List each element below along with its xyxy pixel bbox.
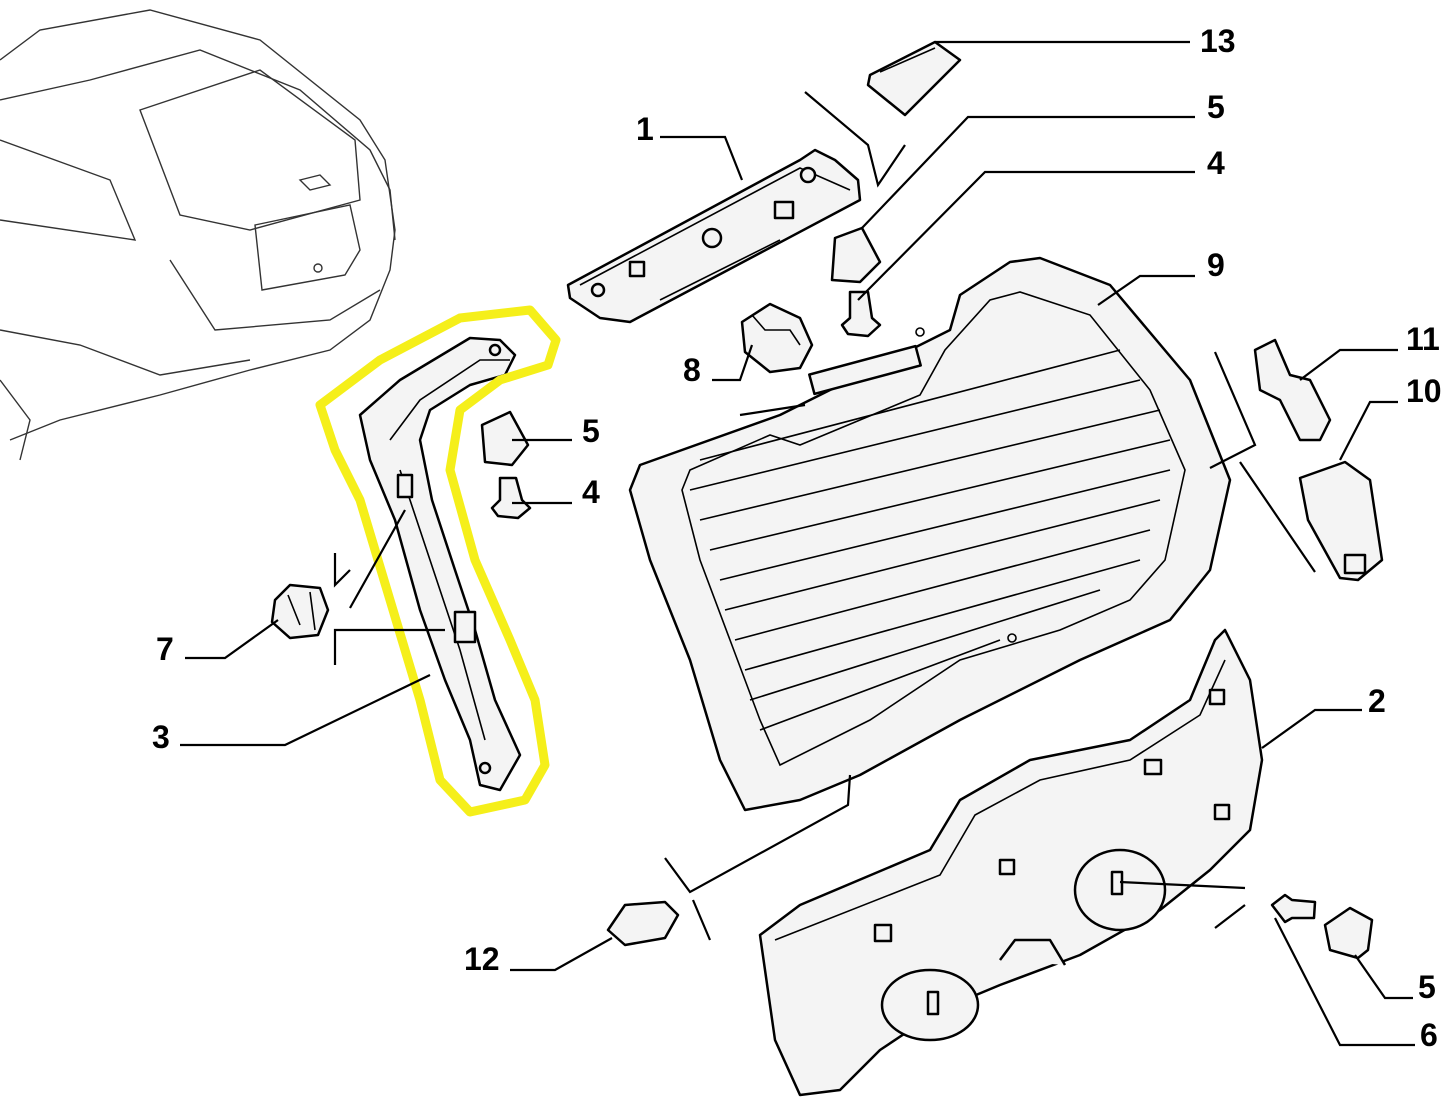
part-8-cap[interactable]	[740, 302, 814, 374]
part-4-screw-middle[interactable]	[490, 476, 532, 520]
part-9-rear-window[interactable]	[628, 256, 1232, 812]
callout-6[interactable]: 6	[1420, 1017, 1438, 1053]
glass-heater-lines	[689, 349, 1171, 731]
part-12-switch[interactable]	[606, 900, 680, 947]
part-3-side-pillar-trim[interactable]	[358, 336, 522, 792]
callout-labels: 13 5 1 4 9 8 5 4 11 10 7 3 2 12 5 6	[152, 23, 1442, 1053]
part-11-bracket[interactable]	[1253, 338, 1332, 442]
callout-2[interactable]: 2	[1368, 683, 1386, 719]
part-13-clip[interactable]	[866, 40, 962, 117]
callout-9[interactable]: 9	[1207, 247, 1225, 283]
callout-4-top[interactable]: 4	[1207, 145, 1225, 181]
highlight-outline-part-3	[315, 305, 561, 817]
part-7-clip[interactable]	[270, 583, 330, 640]
callout-5-top[interactable]: 5	[1207, 89, 1225, 125]
callout-8[interactable]: 8	[683, 352, 701, 388]
part-10-cover[interactable]	[1298, 460, 1384, 582]
callout-5-middle[interactable]: 5	[582, 413, 600, 449]
callout-7[interactable]: 7	[156, 631, 174, 667]
callout-11[interactable]: 11	[1406, 321, 1440, 357]
callout-1[interactable]: 1	[636, 111, 654, 147]
callout-10[interactable]: 10	[1406, 373, 1442, 409]
callout-5-bottom[interactable]: 5	[1418, 969, 1436, 1005]
part-5-clip-upper[interactable]	[830, 226, 882, 284]
part-5-clip-lower[interactable]	[1323, 906, 1374, 960]
callout-13[interactable]: 13	[1200, 23, 1236, 59]
callout-12[interactable]: 12	[464, 941, 500, 977]
part-2-lower-tailgate-trim[interactable]	[758, 628, 1264, 1097]
part-1-upper-trim[interactable]	[566, 148, 862, 324]
part-4-screw-upper[interactable]	[840, 290, 882, 338]
callout-3[interactable]: 3	[152, 719, 170, 755]
car-rear-view-sketch	[0, 9, 396, 461]
leader-lines	[180, 40, 1415, 1047]
part-5-clip-middle[interactable]	[480, 410, 530, 467]
part-6-screw-lower[interactable]	[1270, 893, 1317, 924]
callout-4-middle[interactable]: 4	[582, 474, 600, 510]
